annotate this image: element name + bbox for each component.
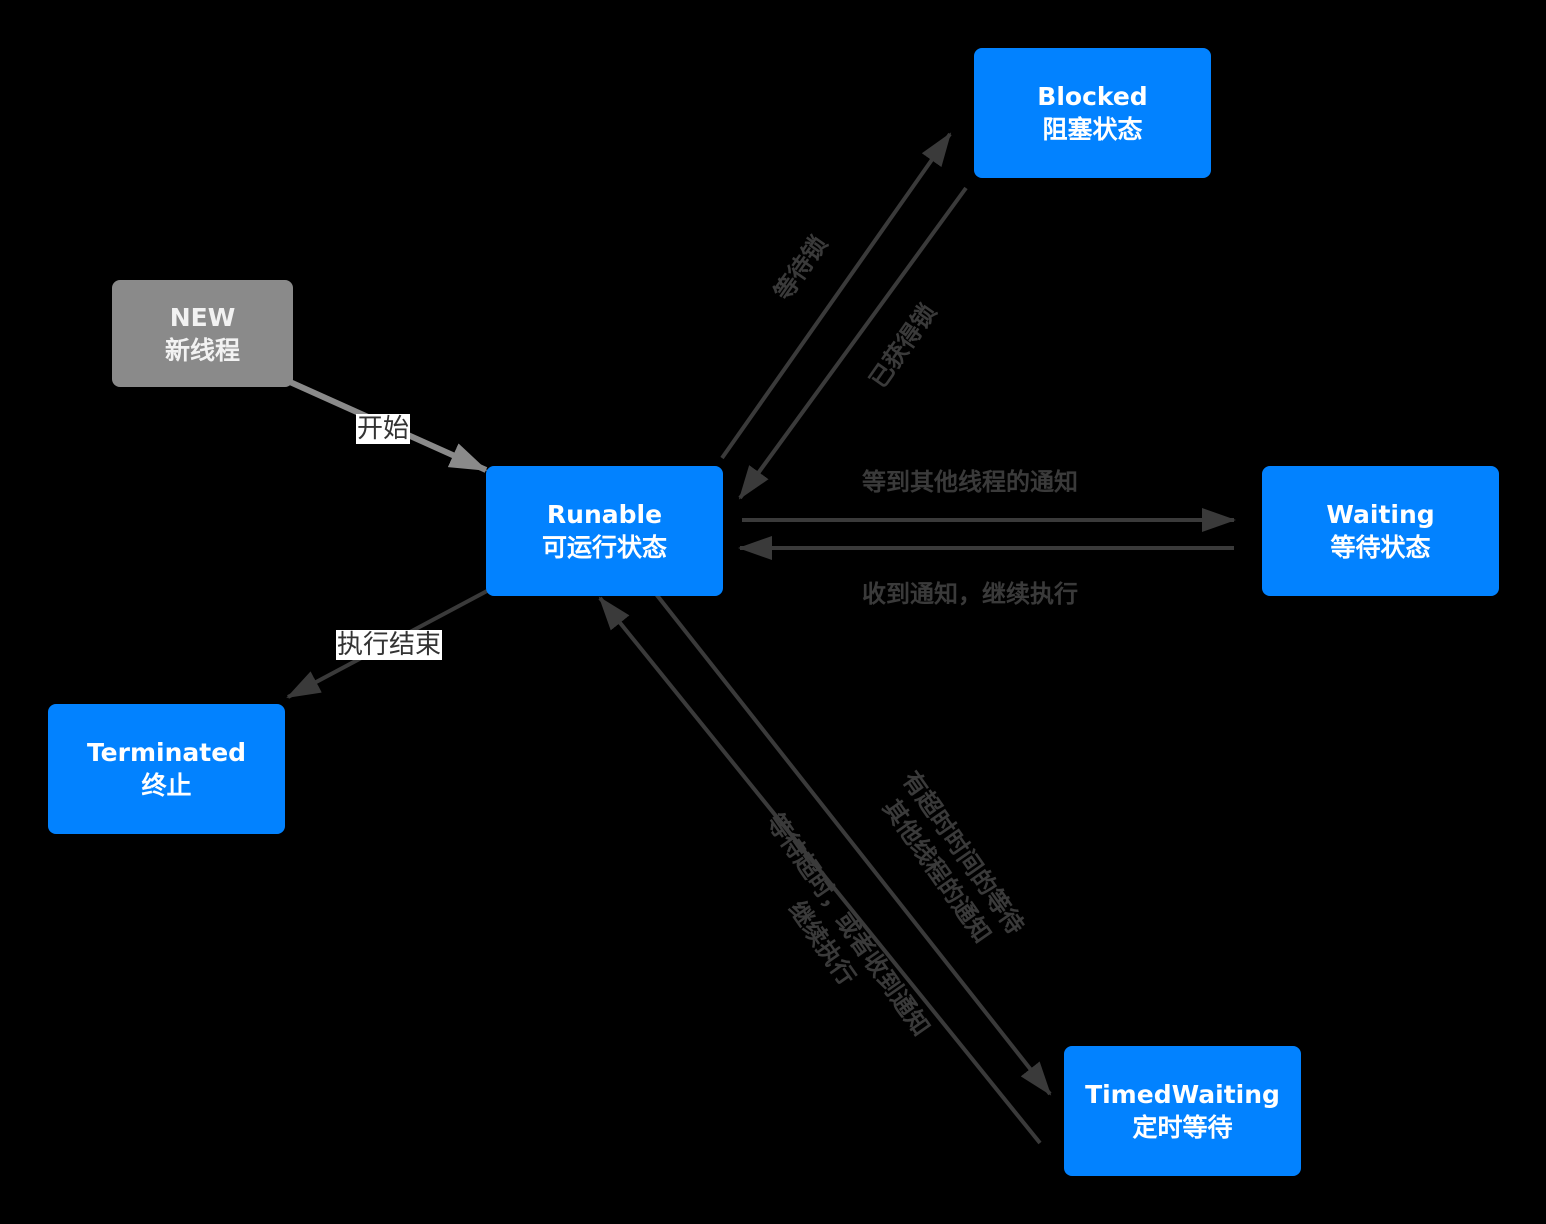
state-terminated-desc: 终止 [141, 771, 192, 800]
state-new-desc: 新线程 [164, 335, 240, 365]
state-new-name: NEW [169, 302, 236, 332]
state-timed-waiting: TimedWaiting 定时等待 [1064, 1046, 1301, 1176]
state-waiting-name: Waiting [1326, 500, 1435, 529]
state-runable: Runable 可运行状态 [486, 466, 723, 596]
edge-wait-lock-arrow [720, 132, 952, 460]
edge-timed-wait-arrow [654, 592, 1052, 1096]
state-blocked-name: Blocked [1037, 82, 1148, 111]
state-blocked-desc: 阻塞状态 [1042, 115, 1143, 144]
edge-got-lock-arrow [738, 186, 968, 500]
state-runable-name: Runable [546, 500, 663, 529]
edge-finish-label: 执行结束 [336, 630, 443, 660]
state-blocked: Blocked 阻塞状态 [974, 48, 1211, 178]
state-new: NEW 新线程 [112, 280, 293, 387]
edge-resume-label: 收到通知，继续执行 [862, 580, 1078, 608]
state-waiting: Waiting 等待状态 [1262, 466, 1499, 596]
edge-notified-label: 等到其他线程的通知 [862, 468, 1078, 496]
state-terminated: Terminated 终止 [48, 704, 285, 834]
edge-timeout-arrow [598, 596, 1042, 1145]
state-timed-waiting-desc: 定时等待 [1132, 1113, 1233, 1142]
edge-start-label: 开始 [356, 414, 411, 444]
state-terminated-name: Terminated [86, 738, 247, 767]
state-waiting-desc: 等待状态 [1330, 533, 1431, 562]
state-runable-desc: 可运行状态 [541, 533, 667, 562]
state-timed-waiting-name: TimedWaiting [1085, 1080, 1280, 1109]
